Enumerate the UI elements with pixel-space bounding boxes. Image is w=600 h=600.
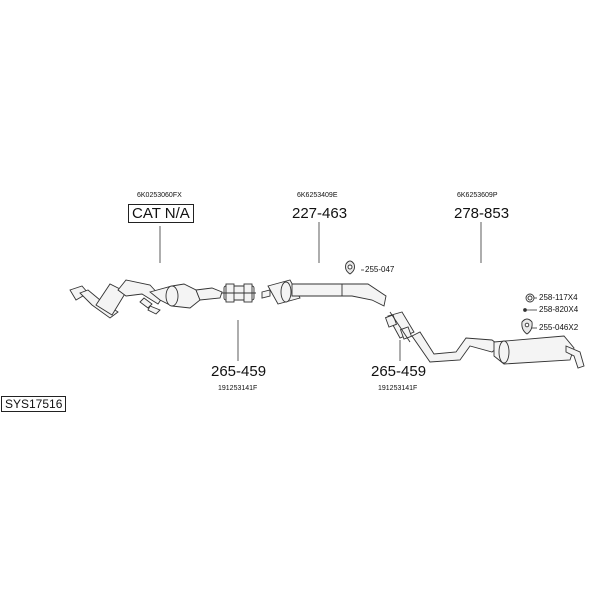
part-oem-middle-silencer: 6K6253409E	[297, 192, 338, 199]
part-number-clamp-1: 265-459	[211, 363, 267, 380]
part-oem-cat: 6K0253060FX	[137, 192, 182, 199]
front-pipe-catalytic-converter	[69, 279, 223, 319]
part-number-middle-silencer: 227-463	[292, 205, 348, 222]
clamp-2	[384, 311, 415, 343]
part-number-clamp-2: 265-459	[371, 363, 427, 380]
system-code: SYS17516	[1, 396, 67, 412]
small-part-bolt: 258-820X4	[539, 305, 579, 314]
part-oem-clamp-2: 191253141F	[378, 385, 418, 392]
part-number-cat: CAT N/A	[128, 204, 194, 223]
rubber-hanger-1	[345, 260, 355, 275]
rubber-hanger-icon	[521, 318, 533, 335]
middle-silencer	[261, 279, 387, 307]
small-part-hanger-2: 255-046X2	[539, 323, 579, 332]
part-oem-clamp-1: 191253141F	[218, 385, 258, 392]
rear-silencer	[411, 331, 585, 369]
bolt-icon	[523, 308, 530, 312]
part-oem-rear-silencer: 6K6253609P	[457, 192, 498, 199]
clamp-1	[222, 283, 256, 303]
part-number-rear-silencer: 278-853	[454, 205, 510, 222]
small-part-hanger-1: 255-047	[365, 265, 395, 274]
washer-ring-icon	[525, 293, 535, 303]
small-part-washer: 258-117X4	[539, 293, 578, 302]
